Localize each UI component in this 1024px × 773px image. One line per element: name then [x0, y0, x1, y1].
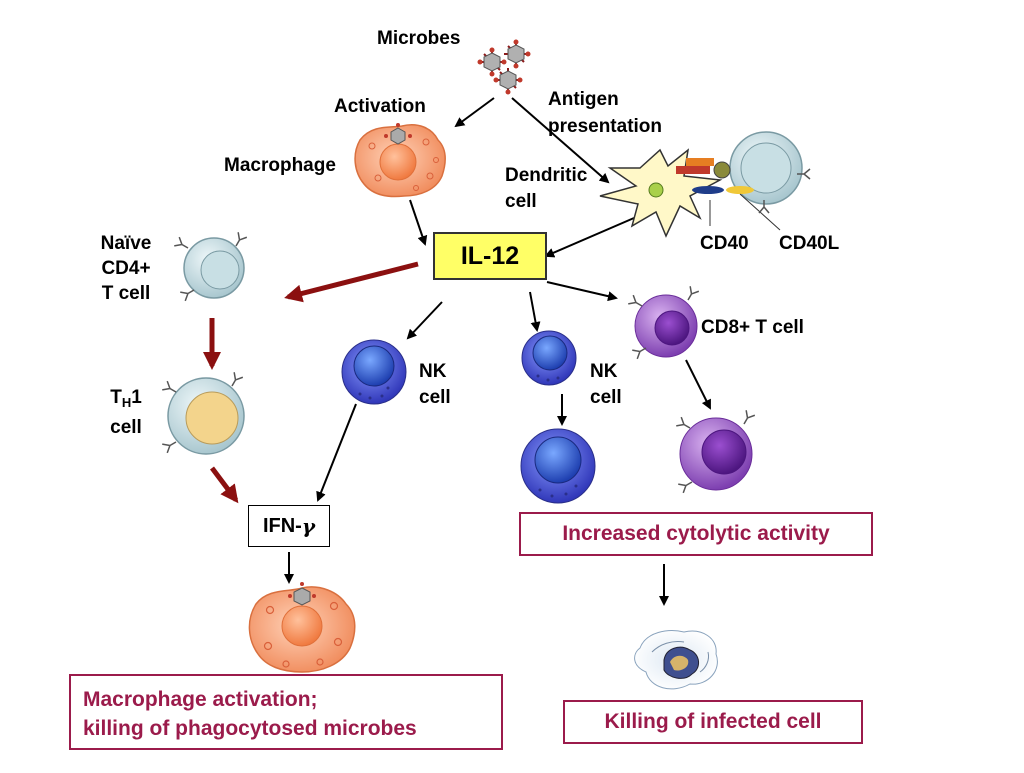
- nk2-line-2: cell: [590, 387, 622, 408]
- naive-cd4-t-cell-icon: [173, 231, 248, 302]
- naive-line-2: CD4+: [101, 258, 151, 279]
- cd40-label: CD40: [700, 233, 749, 254]
- activation-label: Activation: [334, 96, 426, 117]
- cd8-t-cell-label: CD8+ T cell: [701, 317, 804, 338]
- antigen-presentation-line-1: Antigen: [548, 89, 619, 110]
- signal-arrows: [284, 97, 711, 606]
- macrophage-icon: [354, 123, 446, 198]
- naive-line-1: Naïve: [100, 233, 152, 254]
- nk-cell-label-1: NK cell: [419, 359, 451, 411]
- il12-box: IL-12: [433, 232, 547, 280]
- cd8-t-cell-icon: [627, 285, 700, 360]
- dendritic-cell-icon: [599, 148, 723, 238]
- activated-nk-cell-icon: [520, 428, 596, 504]
- naive-line-3: T cell: [101, 283, 151, 304]
- nk2-line-1: NK: [590, 361, 618, 382]
- dendritic-line-2: cell: [505, 191, 537, 212]
- dendritic-cell-label: Dendritic cell: [505, 163, 587, 215]
- cd40l-label: CD40L: [779, 233, 840, 254]
- microbes-icon: [477, 39, 531, 95]
- killed-infected-cell-icon: [634, 630, 718, 690]
- dendritic-line-1: Dendritic: [505, 165, 588, 186]
- th1-t: T: [110, 387, 122, 408]
- naive-cd4-t-cell-label: Naïve CD4+ T cell: [86, 231, 166, 306]
- microbes-label: Microbes: [377, 28, 461, 49]
- nk1-line-1: NK: [419, 361, 447, 382]
- activated-cd8-t-cell-icon: [675, 409, 756, 494]
- th1-pathway-arrows: [203, 261, 419, 504]
- killing-infected-cell-box: Killing of infected cell: [563, 700, 863, 744]
- ifn-prefix: IFN-: [262, 514, 302, 537]
- activated-macrophage-icon: [248, 582, 356, 673]
- th1-line-1: TH1: [96, 385, 156, 415]
- nk-cell-icon: [521, 330, 577, 386]
- antigen-presentation-label: Antigen presentation: [548, 86, 662, 140]
- antigen-presentation-line-2: presentation: [548, 116, 663, 137]
- macro-act-line-1: Macrophage activation;: [83, 688, 318, 711]
- th1-cell-icon: [161, 371, 245, 455]
- gamma-symbol: γ: [301, 514, 316, 538]
- ifn-gamma-box: IFN-γ: [248, 505, 330, 547]
- nk-cell-icon: [341, 339, 407, 405]
- th1-cell-label: TH1 cell: [96, 385, 156, 440]
- th1-number: 1: [131, 387, 142, 408]
- macrophage-label: Macrophage: [224, 155, 336, 176]
- macro-act-line-2: killing of phagocytosed microbes: [83, 717, 417, 740]
- th1-subscript: H: [121, 395, 132, 410]
- helper-t-cell-icon: [676, 131, 811, 231]
- increased-cytolytic-activity-box: Increased cytolytic activity: [519, 512, 873, 556]
- th1-line-2: cell: [110, 417, 142, 438]
- nk1-line-2: cell: [419, 387, 451, 408]
- macrophage-activation-box: Macrophage activation; killing of phagoc…: [69, 674, 503, 750]
- nk-cell-label-2: NK cell: [590, 359, 622, 411]
